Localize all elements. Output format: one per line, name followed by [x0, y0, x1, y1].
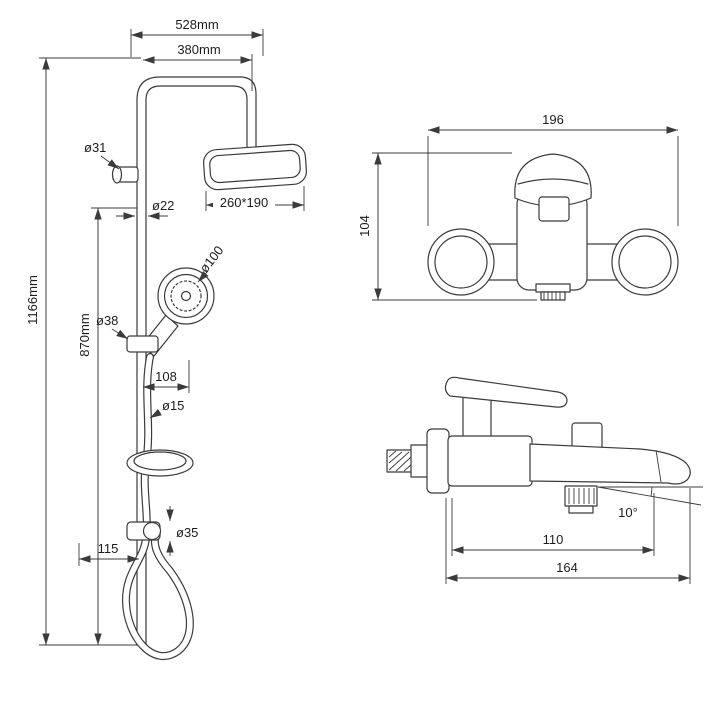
- dim-wall-bracket-label: ø31: [84, 140, 106, 155]
- dim-wall-bracket-diameter: ø31: [84, 140, 120, 170]
- slider-holder: [126, 335, 159, 353]
- dim-handshower-label: ø100: [196, 243, 226, 276]
- dim-mixer-width-label: 196: [542, 112, 564, 127]
- dim-overall-width-label: 528mm: [175, 17, 218, 32]
- dim-bottom-bracket-label: ø35: [176, 525, 198, 540]
- dim-spout-reach: 110: [451, 493, 655, 556]
- mixer-handle-side: [444, 376, 568, 408]
- dim-pipe-diameter: ø22: [116, 198, 174, 220]
- dim-mixer-width: 196: [427, 112, 679, 226]
- dim-slider-diameter: ø38: [96, 313, 129, 340]
- dim-spout-reach-label: 110: [543, 532, 564, 547]
- dim-overall-reach-label: 164: [556, 560, 578, 575]
- dim-bottom-offset: 115: [78, 541, 139, 566]
- dim-bottom-bracket-diameter: ø35: [166, 506, 198, 556]
- dim-holder-offset-label: 108: [155, 369, 177, 384]
- hand-shower-head: [157, 267, 215, 325]
- spout: [529, 443, 691, 485]
- right-escutcheon: [611, 228, 679, 296]
- mixer-body-side: [447, 435, 533, 487]
- dim-arm-width: 380mm: [143, 42, 253, 91]
- dim-arm-width-label: 380mm: [177, 42, 220, 57]
- dim-total-height-label: 1166mm: [25, 275, 40, 325]
- overhead-shower-head: [203, 143, 307, 191]
- shower-column-view: 1166mm 870mm 528mm 380mm: [25, 17, 307, 661]
- dim-mixer-height: 104: [357, 152, 537, 301]
- dim-mixer-height-label: 104: [357, 215, 372, 237]
- wall-nipple: [386, 449, 414, 473]
- dim-holder-offset: 108: [143, 360, 190, 393]
- soap-dish: [126, 449, 194, 477]
- dim-head-size-label: 260*190: [220, 195, 268, 210]
- bottom-outlet: [535, 283, 571, 301]
- dim-slider-label: ø38: [96, 313, 118, 328]
- dim-overall-width: 528mm: [130, 17, 264, 57]
- mixer-side-view: 10° 110 164: [386, 376, 703, 584]
- handle-neck: [462, 395, 492, 439]
- left-escutcheon: [427, 228, 495, 296]
- wall-bracket: [111, 165, 139, 184]
- dim-spout-angle: 10°: [597, 486, 703, 520]
- dim-spout-angle-label: 10°: [618, 505, 638, 520]
- union-nut: [410, 444, 430, 478]
- dim-bottom-offset-label: 115: [98, 541, 119, 556]
- dim-lower-height: 870mm: [77, 207, 137, 645]
- dim-pipe-diameter-label: ø22: [152, 198, 174, 213]
- shower-outlet-stub: [564, 485, 598, 514]
- dim-overall-reach: 164: [445, 488, 691, 584]
- dim-head-size: 260*190: [205, 186, 305, 211]
- mixer-handle-front: [514, 153, 592, 222]
- diverter-knob: [571, 422, 603, 450]
- dim-total-height: 1166mm: [25, 57, 141, 646]
- dim-hose-diameter: ø15: [149, 398, 184, 419]
- escutcheon-side: [426, 428, 450, 494]
- dim-hose-diameter-label: ø15: [162, 398, 184, 413]
- bottom-bracket: [126, 521, 162, 541]
- mixer-front-view: 196 104: [357, 112, 679, 301]
- dim-lower-height-label: 870mm: [77, 313, 92, 356]
